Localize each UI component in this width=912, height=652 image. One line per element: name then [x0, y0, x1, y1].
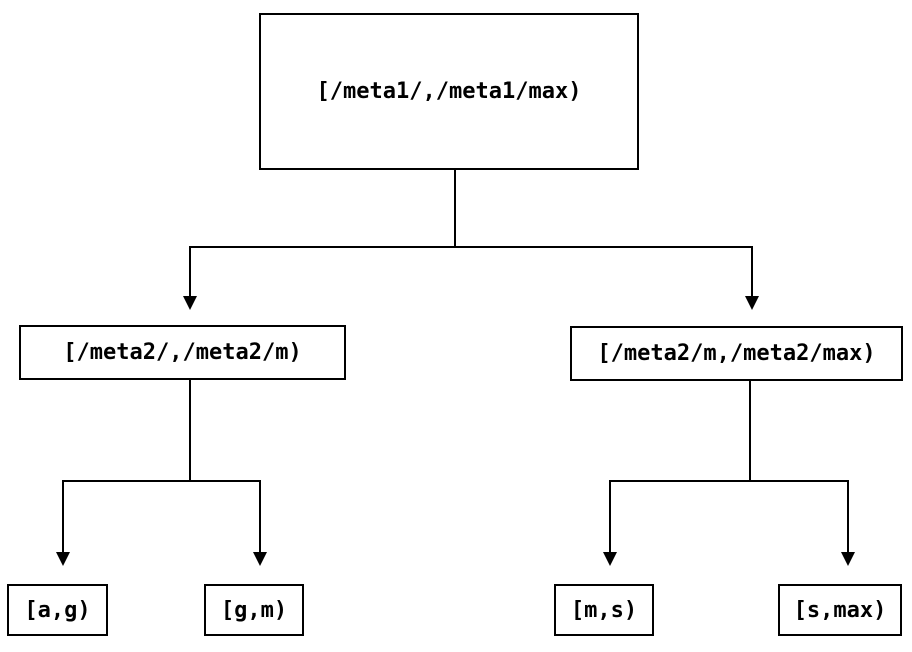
edge-left-crossbar-line	[62, 480, 261, 482]
edge-right-stem-line	[749, 381, 751, 482]
edge-right-crossbar-line	[609, 480, 849, 482]
edge-right-to-leaf-ms-line	[609, 480, 611, 552]
arrowhead-down-icon	[745, 296, 759, 310]
tree-node-right: [/meta2/m,/meta2/max)	[570, 326, 903, 381]
edge-right-to-leaf-smax-line	[847, 480, 849, 552]
tree-node-leaf-ms: [m,s)	[554, 584, 654, 636]
edge-root-crossbar-line	[189, 246, 753, 248]
tree-node-leaf-ag: [a,g)	[7, 584, 108, 636]
edge-left-stem-line	[189, 380, 191, 482]
edge-left-to-leaf-gm-line	[259, 480, 261, 552]
arrowhead-down-icon	[841, 552, 855, 566]
tree-node-left: [/meta2/,/meta2/m)	[19, 325, 346, 380]
tree-node-root: [/meta1/,/meta1/max)	[259, 13, 639, 170]
edge-root-stem-line	[454, 170, 456, 248]
edge-root-to-right-line	[751, 246, 753, 296]
tree-node-leaf-smax: [s,max)	[778, 584, 902, 636]
arrowhead-down-icon	[56, 552, 70, 566]
edge-root-to-left-line	[189, 246, 191, 296]
arrowhead-down-icon	[183, 296, 197, 310]
arrowhead-down-icon	[603, 552, 617, 566]
tree-node-leaf-gm: [g,m)	[204, 584, 304, 636]
edge-left-to-leaf-ag-line	[62, 480, 64, 552]
arrowhead-down-icon	[253, 552, 267, 566]
